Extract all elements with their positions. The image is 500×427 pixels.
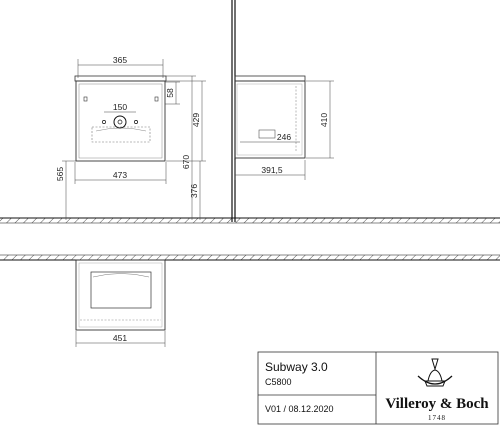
- label-150: 150: [113, 102, 127, 112]
- dimension-410: [306, 80, 334, 159]
- product-name: Subway 3.0: [265, 360, 328, 374]
- label-670: 670: [181, 155, 191, 169]
- brand-name: Villeroy & Boch: [385, 396, 489, 412]
- wall-section-band: [0, 217, 500, 224]
- label-58: 58: [165, 88, 175, 98]
- label-473: 473: [113, 170, 127, 180]
- product-code: C5800: [265, 377, 292, 387]
- label-246: 246: [277, 132, 291, 142]
- label-391-5: 391,5: [261, 165, 283, 175]
- brand-year: 1748: [428, 414, 446, 422]
- dimension-429: [166, 80, 206, 162]
- plan-wall-band: [0, 254, 500, 261]
- dimension-670: [166, 75, 196, 220]
- title-block-frame: [257, 351, 499, 425]
- label-451: 451: [113, 333, 127, 343]
- label-429: 429: [191, 113, 201, 127]
- front-view: [74, 75, 167, 162]
- dimension-58: [165, 81, 180, 105]
- label-365: 365: [113, 55, 127, 65]
- dimension-473: [74, 162, 167, 184]
- version-date: V01 / 08.12.2020: [265, 404, 334, 414]
- dimension-365: [77, 59, 164, 78]
- dimension-391-5: [234, 160, 306, 180]
- label-410: 410: [319, 113, 329, 127]
- label-565: 565: [55, 167, 65, 181]
- side-view: [234, 75, 306, 159]
- brand-logo-icon: [417, 358, 453, 387]
- plan-view: [75, 259, 166, 331]
- dimension-451: [75, 331, 166, 347]
- dimension-565: [62, 160, 76, 220]
- label-376: 376: [189, 184, 199, 198]
